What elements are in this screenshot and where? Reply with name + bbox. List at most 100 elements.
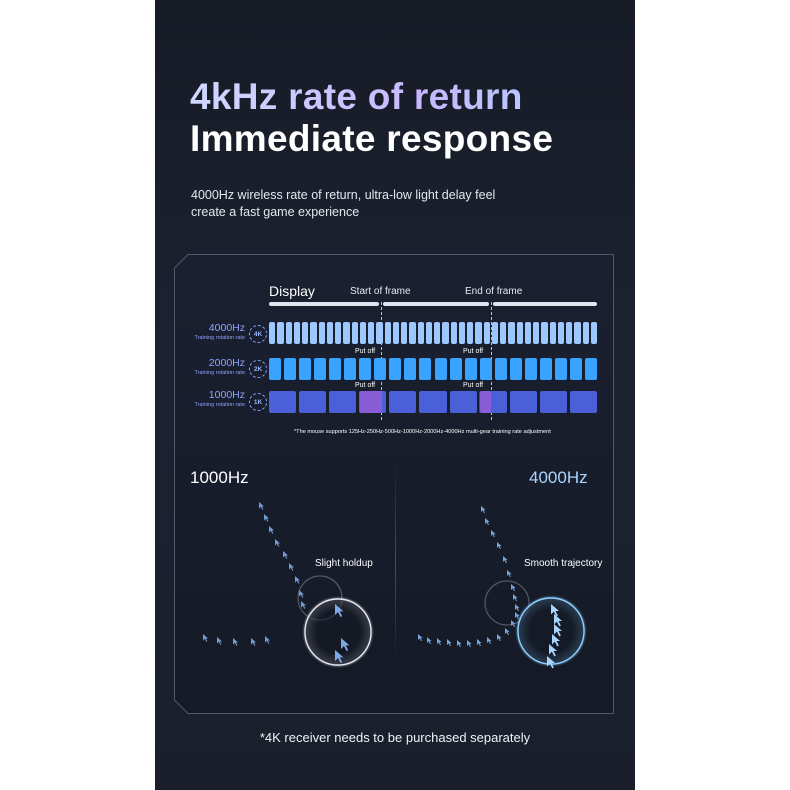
badge-4k-icon: 4K xyxy=(249,325,267,343)
cursor-icon xyxy=(269,526,275,534)
timing-segment xyxy=(419,391,447,413)
timing-segment xyxy=(285,322,292,344)
cursor-icon xyxy=(217,637,223,645)
cursor-icon xyxy=(507,570,512,578)
put-off-highlight-2 xyxy=(479,391,491,413)
timing-segment xyxy=(329,391,357,413)
rate-sub-4000: Training rotation rate xyxy=(194,335,245,341)
timing-segment xyxy=(404,358,417,380)
cursor-icon xyxy=(481,506,486,514)
smooth-trajectory-label: Smooth trajectory xyxy=(524,558,603,569)
subtitle-line-1: 4000Hz wireless rate of return, ultra-lo… xyxy=(191,188,496,202)
timing-segment xyxy=(269,322,276,344)
timing-segment xyxy=(449,391,477,413)
trajectory-illustration xyxy=(203,502,587,669)
cursor-icon xyxy=(295,576,301,584)
timing-segment xyxy=(541,322,548,344)
put-off-highlight-1 xyxy=(360,391,382,413)
timing-segment xyxy=(475,322,482,344)
timing-segment xyxy=(483,322,490,344)
timing-segment xyxy=(335,322,342,344)
timing-segment xyxy=(539,358,552,380)
put-off-label-1: Put off xyxy=(355,348,376,355)
comparison-divider xyxy=(395,462,396,662)
timing-segment xyxy=(374,358,387,380)
timing-segment xyxy=(557,322,564,344)
timing-segment xyxy=(425,322,432,344)
timing-segment xyxy=(539,391,567,413)
cursor-icon xyxy=(467,640,472,648)
cursor-icon xyxy=(259,502,265,510)
timing-segment xyxy=(442,322,449,344)
headline-primary: 4kHz rate of return xyxy=(190,76,523,117)
timing-segment xyxy=(344,358,357,380)
cursor-icon xyxy=(437,638,442,646)
timing-segment xyxy=(479,391,507,413)
cursor-icon xyxy=(511,584,516,592)
display-label: Display xyxy=(269,283,315,299)
receiver-footnote: *4K receiver needs to be purchased separ… xyxy=(259,730,531,745)
right-rate-title: 4000Hz xyxy=(529,468,588,487)
timing-segment xyxy=(277,322,284,344)
display-bar-3 xyxy=(493,302,597,306)
timing-segment xyxy=(293,322,300,344)
timing-segment xyxy=(569,391,597,413)
badge-2k-icon: 2K xyxy=(249,360,267,378)
rate-label-1000: 1000Hz xyxy=(208,389,245,401)
timing-segment xyxy=(269,391,297,413)
left-cursor-trail xyxy=(203,502,307,646)
display-bar-2 xyxy=(383,302,489,306)
timing-segment xyxy=(549,322,556,344)
timing-segment xyxy=(509,391,537,413)
timing-segment xyxy=(584,358,597,380)
cursor-icon xyxy=(457,640,462,648)
subtitle: 4000Hz wireless rate of return, ultra-lo… xyxy=(191,187,495,221)
cursor-icon xyxy=(497,634,502,642)
timing-segment xyxy=(351,322,358,344)
timing-segment xyxy=(359,322,366,344)
rate-label-2000: 2000Hz xyxy=(208,357,245,369)
timing-segment xyxy=(467,322,474,344)
timing-segment xyxy=(417,322,424,344)
timing-segment xyxy=(574,322,581,344)
timing-segment xyxy=(479,358,492,380)
rate-sub-1000: Training rotation rate xyxy=(194,402,245,408)
put-off-label-2: Put off xyxy=(463,348,484,355)
timing-segment xyxy=(533,322,540,344)
timing-segment xyxy=(464,358,477,380)
timing-segment xyxy=(269,358,282,380)
cursor-icon xyxy=(503,556,508,564)
timing-segment xyxy=(434,358,447,380)
cursor-icon xyxy=(299,590,305,598)
headline-secondary: Immediate response xyxy=(190,118,554,159)
timing-segment xyxy=(384,322,391,344)
timing-segment xyxy=(491,322,498,344)
cursor-icon xyxy=(203,634,209,642)
cursor-icon xyxy=(505,628,510,636)
timing-segment xyxy=(566,322,573,344)
cursor-icon xyxy=(233,638,239,646)
timing-segment xyxy=(434,322,441,344)
cursor-icon xyxy=(427,637,432,645)
timing-segment xyxy=(524,322,531,344)
timing-segment xyxy=(326,322,333,344)
timing-segment xyxy=(343,322,350,344)
timing-segment xyxy=(376,322,383,344)
timing-segment xyxy=(590,322,597,344)
timing-segment xyxy=(554,358,567,380)
timing-segment xyxy=(318,322,325,344)
cursor-icon xyxy=(265,636,271,644)
timing-segment xyxy=(392,322,399,344)
timing-segment xyxy=(509,358,522,380)
cursor-icon xyxy=(477,639,482,647)
cursor-icon xyxy=(515,604,520,612)
cursor-icon xyxy=(301,601,307,609)
timing-segment xyxy=(500,322,507,344)
timing-segment xyxy=(329,358,342,380)
timing-segment xyxy=(449,358,462,380)
rate-support-note: *The mouse supports 125Hz-250Hz-500Hz-10… xyxy=(294,429,551,435)
timing-segment xyxy=(582,322,589,344)
cursor-icon xyxy=(275,539,281,547)
subtitle-line-2: create a fast game experience xyxy=(191,205,360,219)
badge-1k-icon: 1K xyxy=(249,393,267,411)
